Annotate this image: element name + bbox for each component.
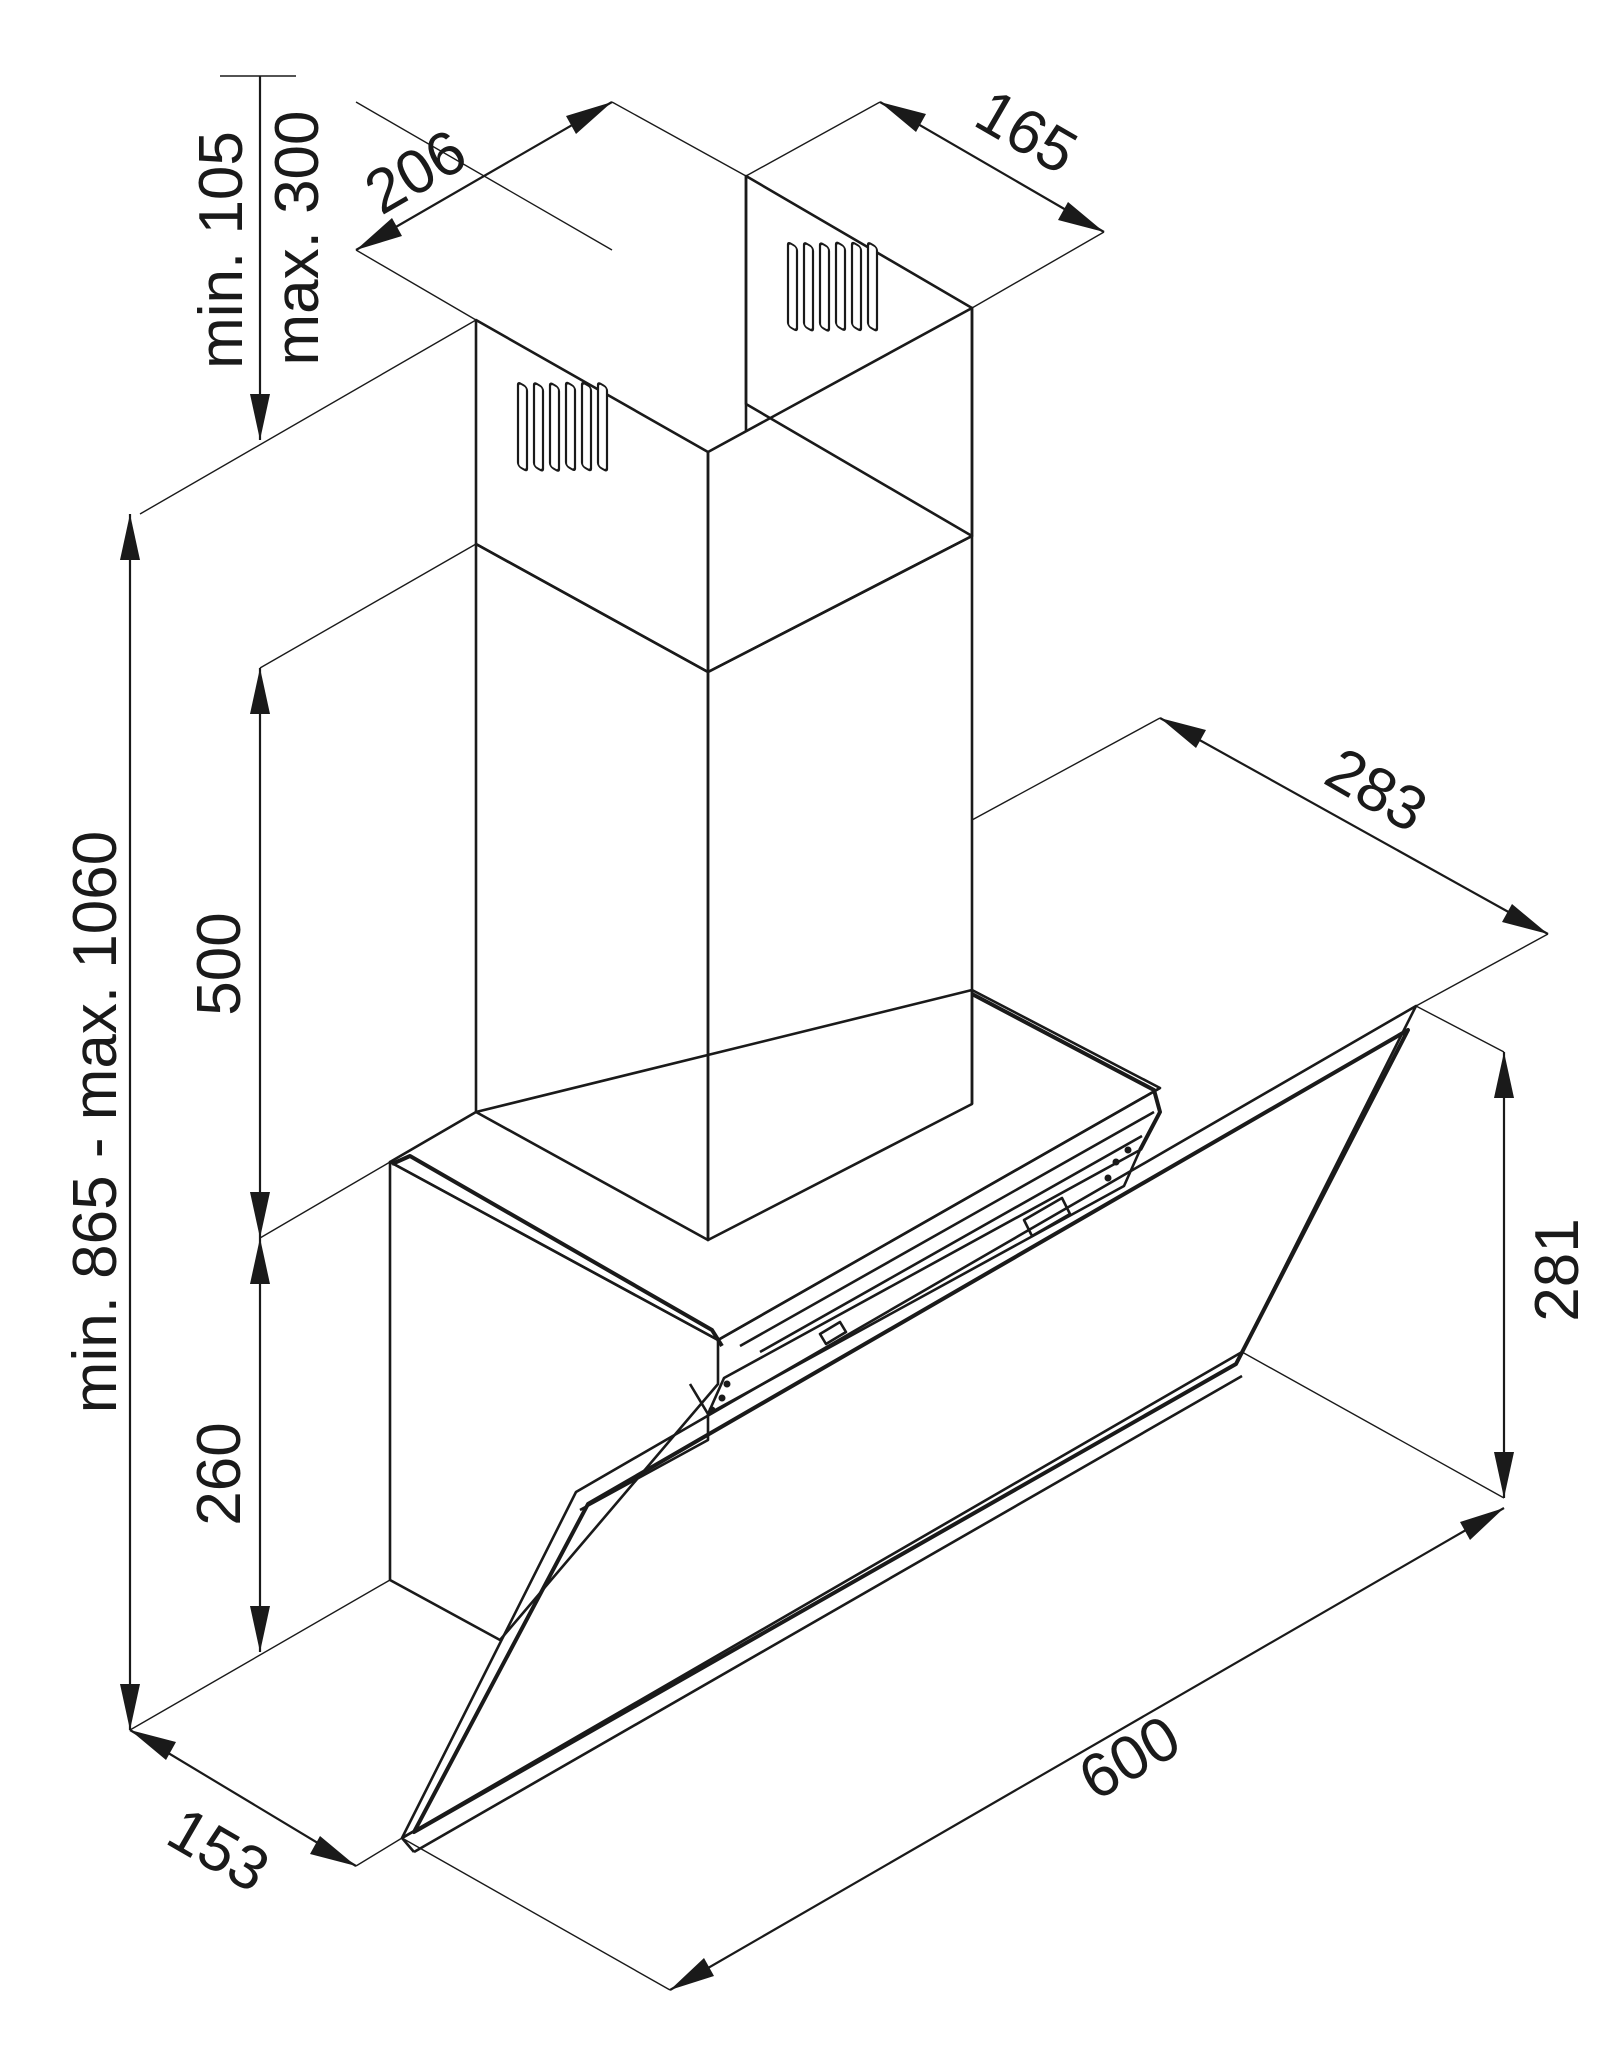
hood-body-left-face	[388, 1160, 720, 1642]
dimension-labels: 206 165 min. 105 max. 300 min. 865 - max…	[61, 77, 1592, 1906]
glass-panel	[400, 1004, 1418, 1854]
switch-block-small	[818, 1320, 848, 1346]
hood-top-plate	[388, 988, 1162, 1342]
label-hood-width: 600	[1068, 1703, 1192, 1814]
dim-line-chimney-depth	[355, 101, 613, 251]
vent-slots-back	[786, 241, 879, 332]
label-body-height: 260	[185, 1422, 254, 1525]
label-overall-height: min. 865 - max. 1060	[61, 831, 130, 1413]
chimney-upper-back-right	[744, 174, 974, 538]
label-glass-height: 281	[1523, 1218, 1592, 1321]
chimney-upper-right-face	[706, 306, 974, 674]
dimension-lines	[120, 75, 1549, 1991]
vent-slots-left	[516, 381, 609, 472]
label-chimney-depth: 206	[354, 117, 478, 228]
label-chimney-width: 165	[964, 77, 1088, 188]
extension-lines	[129, 101, 1549, 1991]
chimney-upper-left-face	[474, 318, 710, 674]
dim-line-hood-depth	[1159, 717, 1549, 935]
strip-screws	[708, 1146, 1132, 1414]
label-upper-offset-max: max. 300	[263, 110, 332, 365]
hood-right-rim	[971, 992, 1162, 1151]
dim-line-hood-width	[669, 1507, 1505, 1991]
label-chimney-height: 500	[185, 912, 254, 1015]
label-base-depth: 153	[156, 1795, 280, 1906]
hood-left-rim	[391, 1154, 724, 1348]
glass-panel-outer	[400, 1004, 1418, 1840]
control-strip	[706, 1148, 1142, 1416]
chimney-lower-right-face	[706, 534, 974, 1242]
chimney-lower-left-face	[474, 542, 710, 1242]
chimney	[474, 174, 974, 1242]
hood-body	[388, 988, 1162, 1642]
label-upper-offset-min: min. 105	[187, 131, 256, 369]
label-hood-depth: 283	[1314, 735, 1438, 846]
glass-panel-inner	[412, 1028, 1410, 1834]
